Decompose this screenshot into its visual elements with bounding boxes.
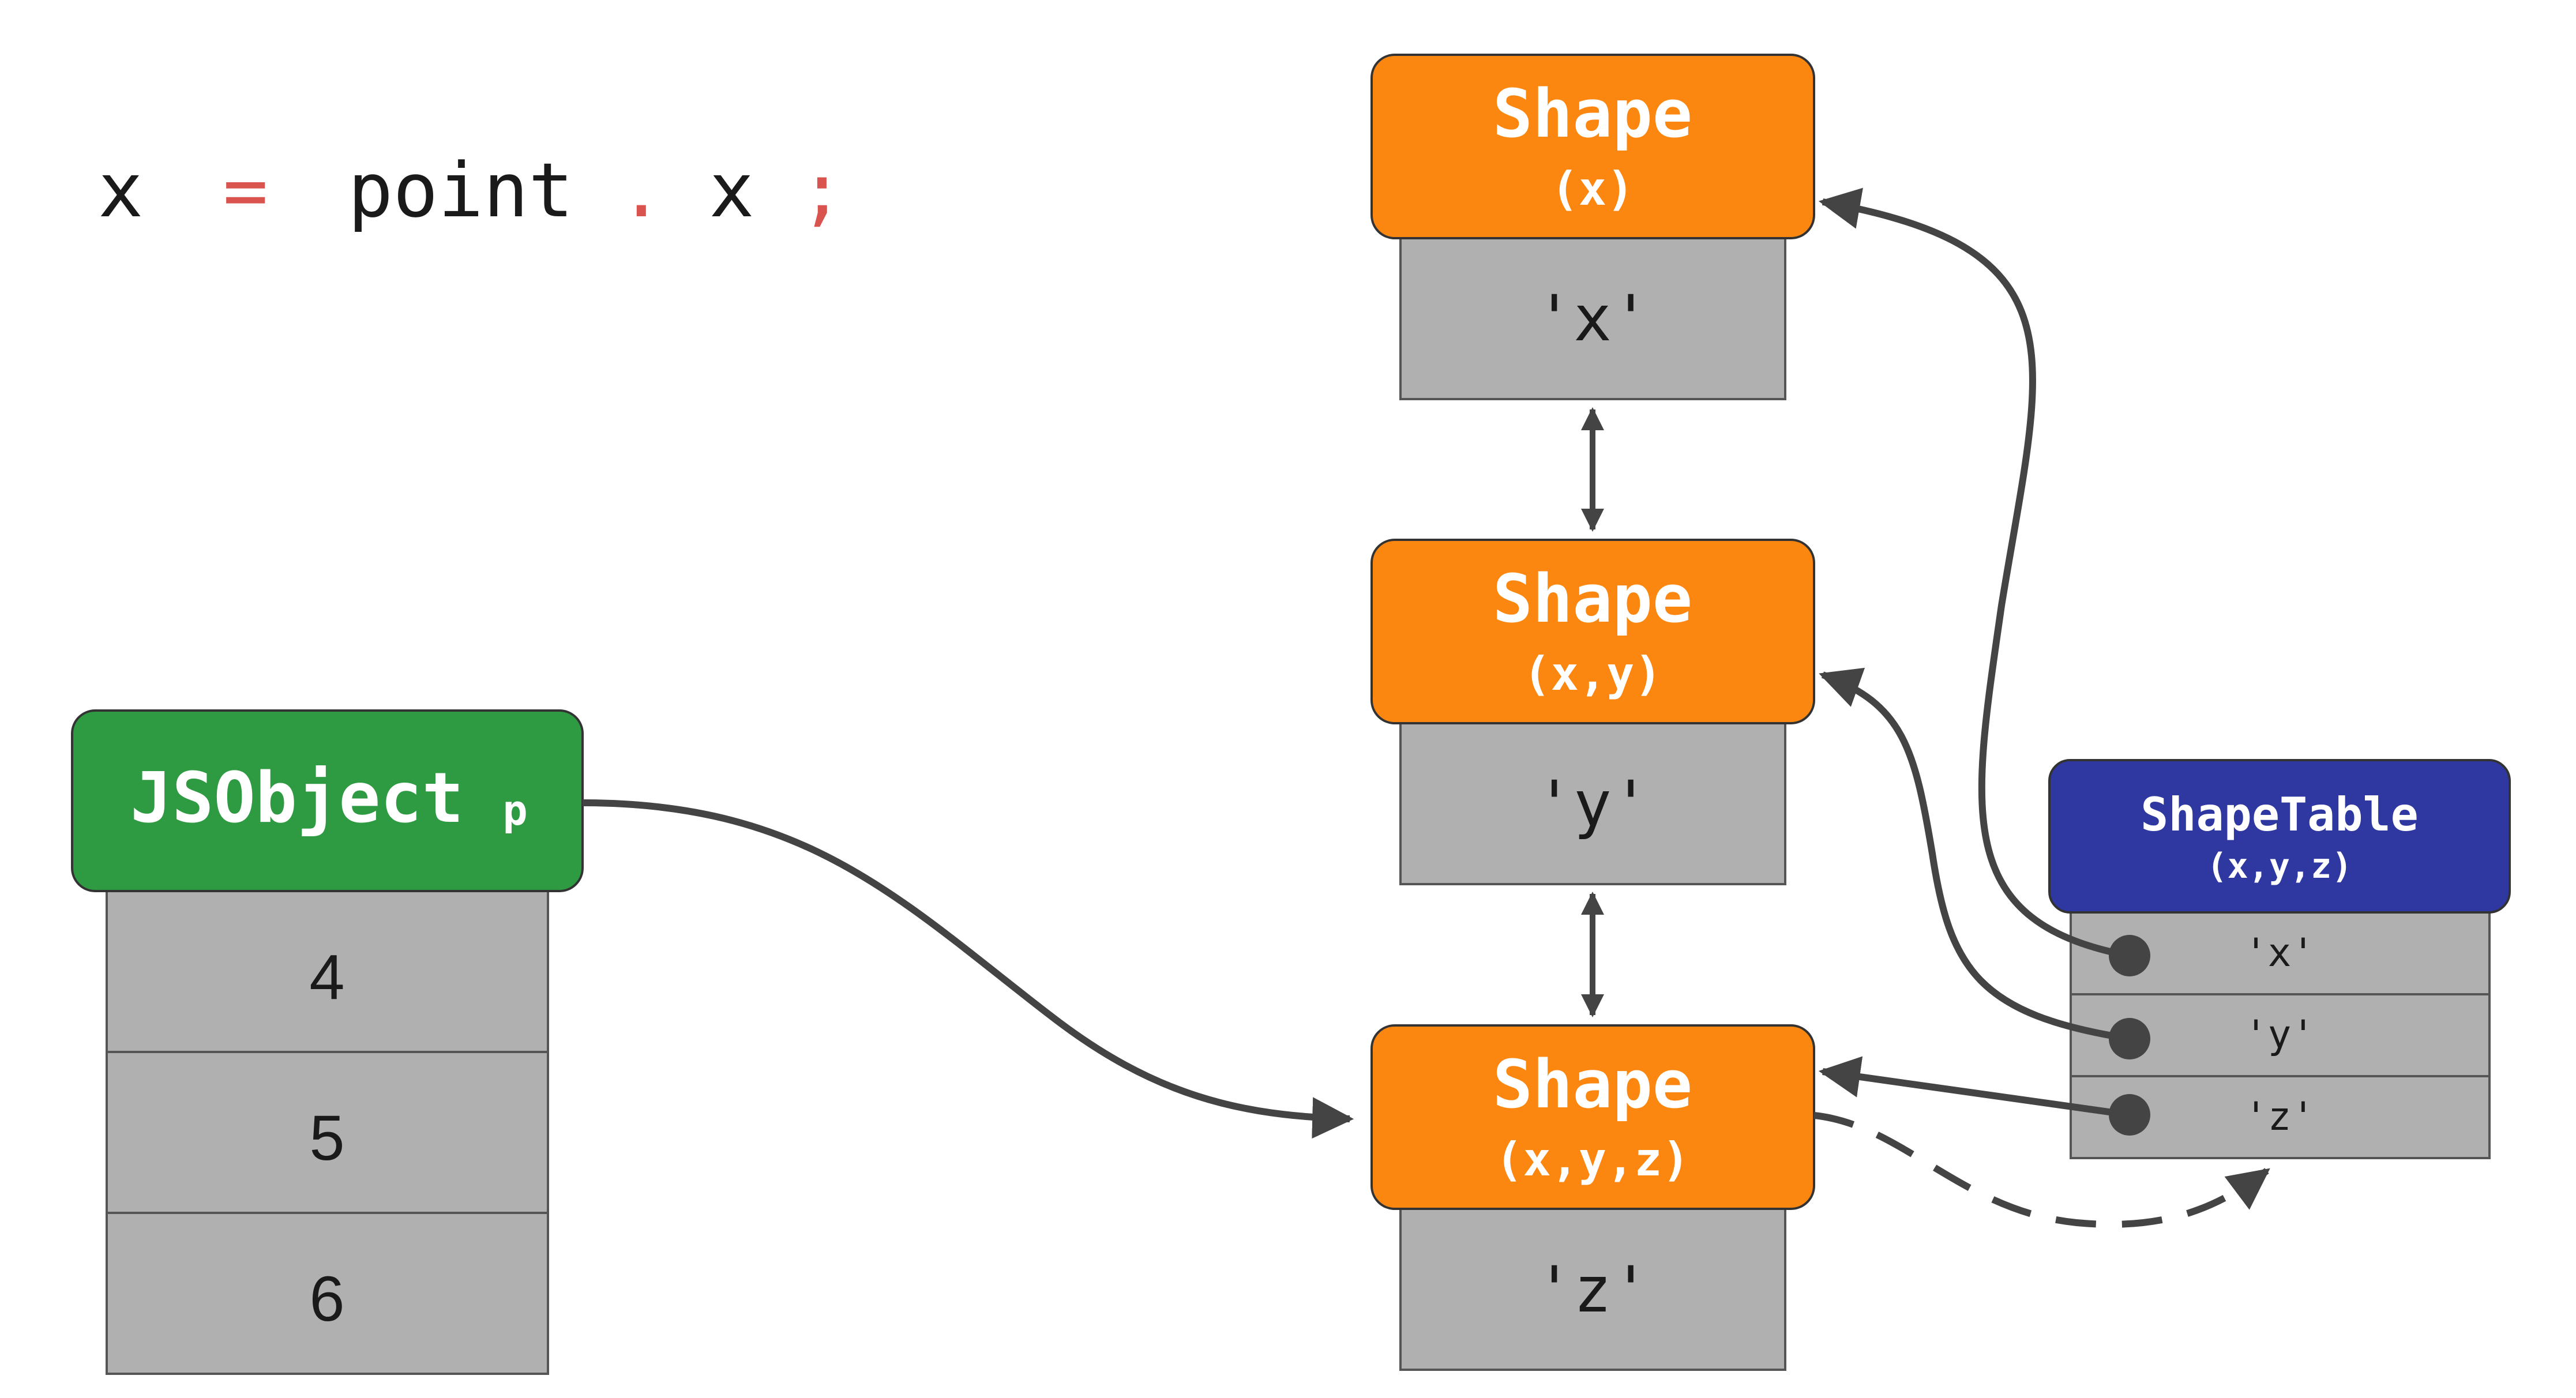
shape-xy-node: 'y' Shape (x,y) <box>1370 539 1815 885</box>
shape-xyz-cell <box>1399 1208 1786 1371</box>
code-operator: = <box>223 146 268 234</box>
code-property: x <box>709 146 754 234</box>
shape-xy-keys: (x,y) <box>1523 647 1662 701</box>
shape-x-title: Shape <box>1493 76 1692 153</box>
shape-x-property: 'x' <box>1535 281 1650 355</box>
code-lhs: x <box>98 146 143 234</box>
shapetable-z-arrow <box>1818 1056 2130 1118</box>
shape-xy-property: 'y' <box>1535 767 1650 841</box>
jsobject-node: 4 5 6 JSObject p <box>71 709 584 1375</box>
code-object: point <box>348 146 573 234</box>
jsobject-cell-0 <box>106 890 549 1053</box>
jsobject-value-2: 6 <box>309 1264 344 1335</box>
shape-x-node: 'x' Shape (x) <box>1370 54 1815 400</box>
jsobject-value-0: 4 <box>309 942 344 1013</box>
jsobject-cell-2 <box>106 1212 549 1375</box>
shapetable-keys: (x,y,z) <box>2207 846 2353 886</box>
jsobject-map-arrow <box>582 799 1354 1139</box>
jsobject-suffix: p <box>502 786 527 835</box>
shape-xy-title: Shape <box>1493 561 1692 638</box>
code-line: x = point . x ; <box>98 146 844 234</box>
shape-to-shapetable-dashed-arrow <box>1813 1112 2270 1228</box>
shapetable-y-arrow <box>1819 667 2130 1042</box>
shapetable-node: 'x' 'y' 'z' ShapeTable (x,y,z) <box>2048 759 2511 1159</box>
shape-x-header <box>1370 54 1815 239</box>
jsobject-value-1: 5 <box>309 1103 344 1174</box>
shapetable-x-arrow <box>1818 187 2131 959</box>
shapetable-header <box>2048 759 2511 914</box>
shape-xyz-keys: (x,y,z) <box>1495 1133 1689 1186</box>
shape-x-cell <box>1399 237 1786 400</box>
code-dot: . <box>619 146 664 234</box>
shape-xyz-node: 'z' Shape (x,y,z) <box>1370 1024 1815 1371</box>
shape-xyz-property: 'z' <box>1535 1253 1650 1326</box>
shape-xy-cell <box>1399 722 1786 885</box>
shapetable-entry-x: 'x' <box>2244 930 2315 976</box>
shapetable-entry-y: 'y' <box>2244 1012 2315 1058</box>
shapetable-entry-z: 'z' <box>2244 1094 2315 1140</box>
shapetable-title: ShapeTable <box>2141 788 2419 841</box>
jsobject-title: JSObject <box>130 758 464 839</box>
shape-xyz-title: Shape <box>1493 1046 1692 1123</box>
shape-x-keys: (x) <box>1551 162 1635 216</box>
code-semicolon: ; <box>799 146 844 234</box>
shape-xy-header <box>1370 539 1815 724</box>
jsobject-cell-1 <box>106 1051 549 1214</box>
